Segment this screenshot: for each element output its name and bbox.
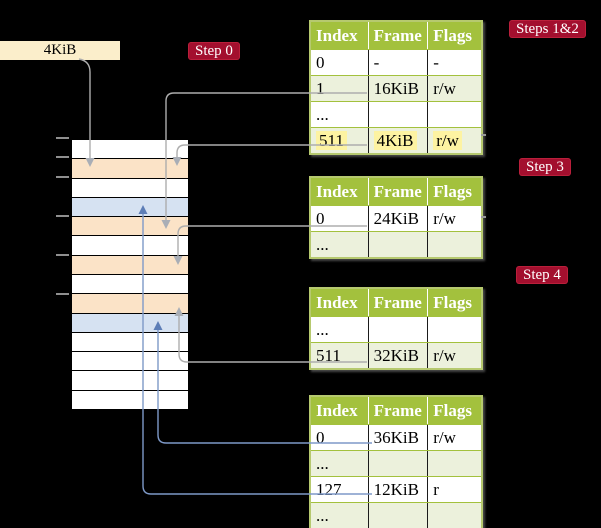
highlighted-value: 511 xyxy=(316,131,347,150)
table-cell: r/w xyxy=(427,425,481,450)
table-cell xyxy=(427,102,481,127)
memory-row-white xyxy=(72,273,188,294)
table-cell: - xyxy=(367,50,428,75)
memory-row-blue xyxy=(72,312,188,332)
table-cell: 12KiB xyxy=(367,477,428,502)
highlighted-value: 4KiB xyxy=(373,131,417,150)
table-header-cell: Index xyxy=(316,401,358,420)
memory-tick xyxy=(56,137,69,139)
table-header-cell: Flags xyxy=(427,397,481,424)
memory-row-orange xyxy=(72,254,188,274)
table-header-cell: Flags xyxy=(427,289,481,316)
memory-row-white xyxy=(72,370,188,390)
table-header-cell: Frame xyxy=(367,397,428,424)
table-cell: ... xyxy=(316,454,329,473)
table-header-cell: Frame xyxy=(367,289,428,316)
table-cell: 0 xyxy=(316,53,325,72)
table-cell: 511 xyxy=(311,128,368,153)
table-cell xyxy=(367,102,428,127)
table-header-cell: Frame xyxy=(367,22,428,49)
table-cell: r/w xyxy=(427,206,481,231)
memory-row-white xyxy=(72,351,188,371)
table-cell: 0 xyxy=(316,428,325,447)
table-cell: 16KiB xyxy=(367,76,428,101)
memory-row-orange xyxy=(72,293,188,313)
table-cell xyxy=(427,451,481,476)
badge-step-4: Step 4 xyxy=(516,266,568,284)
table-cell: r/w xyxy=(427,128,481,153)
memory-row-white xyxy=(72,235,188,255)
table-cell: 4KiB xyxy=(367,128,428,153)
table-row: ... xyxy=(311,231,481,257)
table-cell: ... xyxy=(316,320,329,339)
table-cell xyxy=(367,232,428,257)
table-cell: r/w xyxy=(427,76,481,101)
table-header-cell: Flags xyxy=(427,178,481,205)
memory-row-blue xyxy=(72,196,188,217)
table-row: ... xyxy=(311,316,481,342)
memory-row-white xyxy=(72,140,188,159)
table-header-cell: Frame xyxy=(367,178,428,205)
memory-tick xyxy=(56,176,69,178)
memory-column xyxy=(70,138,190,411)
table-cell: 32KiB xyxy=(367,343,428,368)
table-cell: 24KiB xyxy=(367,206,428,231)
free-frame-label: 4KiB xyxy=(0,41,120,60)
memory-tick xyxy=(56,156,69,158)
memory-row-orange xyxy=(72,158,188,178)
table-cell xyxy=(427,232,481,257)
table-cell: - xyxy=(427,50,481,75)
table-header-cell: Index xyxy=(316,293,358,312)
table-cell xyxy=(427,317,481,342)
table-cell: 0 xyxy=(316,209,325,228)
table-cell xyxy=(367,451,428,476)
badge-step-0: Step 0 xyxy=(188,42,240,60)
table-header-cell: Index xyxy=(316,182,358,201)
table-cell: 511 xyxy=(316,346,341,365)
table-row: ... xyxy=(311,450,481,476)
table-cell: ... xyxy=(316,105,329,124)
memory-row-white xyxy=(72,389,188,409)
memory-row-white xyxy=(72,331,188,352)
table-cell: ... xyxy=(316,506,329,525)
memory-row-orange xyxy=(72,216,188,236)
badge-step-3: Step 3 xyxy=(519,158,571,176)
table-cell: ... xyxy=(316,235,329,254)
table-cell: 127 xyxy=(316,480,342,499)
table-cell xyxy=(367,317,428,342)
table-cell: 36KiB xyxy=(367,425,428,450)
memory-row-white xyxy=(72,177,188,197)
memory-tick xyxy=(56,293,69,295)
table-cell xyxy=(427,503,481,528)
table-row: ... xyxy=(311,502,481,528)
table-header-cell: Index xyxy=(316,26,358,45)
table-header-cell: Flags xyxy=(427,22,481,49)
highlighted-value: r/w xyxy=(433,131,462,150)
table-cell xyxy=(367,503,428,528)
table-cell: 1 xyxy=(316,79,325,98)
memory-tick xyxy=(56,215,69,217)
table-row: 511 4KiB r/w xyxy=(311,127,481,153)
memory-tick xyxy=(56,254,69,256)
table-cell: r/w xyxy=(427,343,481,368)
table-cell: r xyxy=(427,477,481,502)
badge-steps-1-2: Steps 1&2 xyxy=(509,20,586,38)
table-row: ... xyxy=(311,101,481,127)
table-row: 0 -- xyxy=(311,49,481,75)
